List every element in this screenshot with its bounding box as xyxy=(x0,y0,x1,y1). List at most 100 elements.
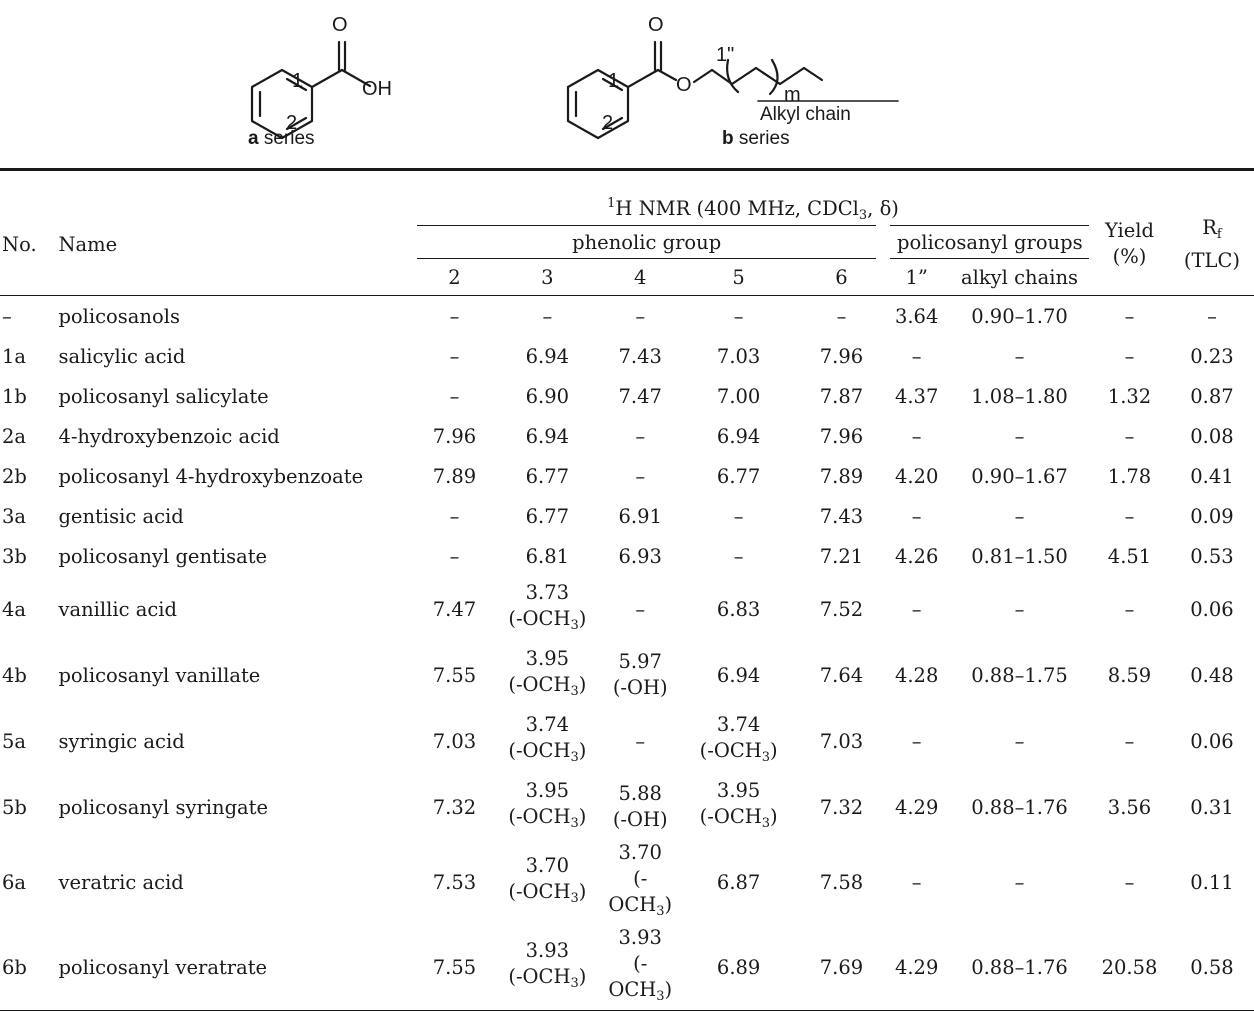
cell-p4: 3.70(-OCH3) xyxy=(603,840,678,925)
ester-ring-position-2-label: 2 xyxy=(602,112,614,134)
cell-p4: 6.93 xyxy=(618,544,662,568)
substituent-close: ) xyxy=(578,606,587,630)
cell-alk: 0.90–1.70 xyxy=(971,304,1068,328)
col-header-yield: Yield(%) xyxy=(1105,219,1155,268)
shift-value: 3.74 xyxy=(716,712,761,736)
cell-p2: 7.55 xyxy=(416,925,493,1011)
phenolic-group-header: phenolic group xyxy=(416,225,884,259)
cell-rf: 0.48 xyxy=(1190,663,1234,687)
col-header-pos-1pp: 1” xyxy=(905,265,928,289)
substituent-close: ) xyxy=(578,880,587,903)
cell-p5: 6.94 xyxy=(716,424,761,448)
cell-yield: 1.32 xyxy=(1107,384,1152,408)
cell-yield: 1.78 xyxy=(1107,464,1152,488)
structure-drawings xyxy=(250,40,899,140)
cell-p3: 6.81 xyxy=(525,544,570,568)
cell-no: 3b xyxy=(2,544,27,568)
substituent-label: (-OCH xyxy=(508,965,571,988)
cell-p6: 7.89 xyxy=(819,464,864,488)
substituent-subscript: 3 xyxy=(570,683,579,699)
cell-alk: 0.88–1.76 xyxy=(971,795,1068,819)
cell-p3: 3.93(-OCH3) xyxy=(492,925,603,1011)
substituent-close: ) xyxy=(770,804,778,828)
substituent-label: (-OH) xyxy=(612,676,668,699)
cell-p2: – xyxy=(449,384,460,408)
substituent-label: (-OCH xyxy=(508,606,571,630)
substituent-close: ) xyxy=(664,978,673,1001)
cell-p4: – xyxy=(635,597,646,621)
cell-h1: – xyxy=(911,344,922,368)
cell-p6: 7.32 xyxy=(819,795,864,819)
cell-rf: 0.09 xyxy=(1190,504,1234,528)
cell-yield: 3.56 xyxy=(1107,795,1152,819)
cell-no: 1b xyxy=(2,384,27,408)
cell-p5: 6.87 xyxy=(716,871,761,894)
cell-p5: 7.00 xyxy=(716,384,761,408)
shift-value: 3.95 xyxy=(525,646,570,670)
cell-p3: 3.74(-OCH3) xyxy=(492,708,603,774)
cell-p5: 6.94 xyxy=(716,663,761,687)
cell-p5: – xyxy=(733,504,744,528)
cell-p4: 5.88(-OH) xyxy=(603,774,678,840)
cell-p6: 7.58 xyxy=(819,871,864,894)
cell-no: 3a xyxy=(2,504,27,528)
cell-rf: 0.87 xyxy=(1190,384,1234,408)
ester-oxygen-label: O xyxy=(676,74,692,96)
cell-p6: 7.64 xyxy=(819,663,864,687)
cell-p5: 3.74(-OCH3) xyxy=(678,708,800,774)
cell-rf: 0.11 xyxy=(1190,871,1234,894)
cell-yield: 4.51 xyxy=(1107,544,1152,568)
cell-p2: – xyxy=(449,544,460,568)
cell-name: policosanyl salicylate xyxy=(58,384,269,408)
cell-alk: 0.90–1.67 xyxy=(971,464,1068,488)
cell-p3: 6.94 xyxy=(525,344,570,368)
cell-p5: 6.77 xyxy=(716,464,761,488)
cell-h1: 4.29 xyxy=(883,925,950,1011)
substituent-close: ) xyxy=(578,965,587,988)
cell-p3: 6.90 xyxy=(525,384,570,408)
substituent-subscript: 3 xyxy=(570,815,579,831)
shift-value: 3.74 xyxy=(525,712,570,736)
hydroxyl-label: OH xyxy=(362,78,392,100)
cell-alk: – xyxy=(1014,729,1025,753)
cell-no: 5b xyxy=(2,795,27,819)
cell-p6: 7.21 xyxy=(819,544,864,568)
policosanyl-groups-header: policosanyl groups xyxy=(876,225,1090,259)
cell-name: policosanyl 4-hydroxybenzoate xyxy=(58,464,364,488)
cell-alk: 0.88–1.75 xyxy=(971,663,1068,687)
substituent-close: ) xyxy=(770,738,778,762)
cell-p4: 7.43 xyxy=(618,344,662,368)
cell-name: policosanyl gentisate xyxy=(58,544,268,568)
cell-p6: 7.52 xyxy=(819,597,864,621)
shift-value: 3.93 xyxy=(618,926,662,949)
cell-name: policosanyl veratrate xyxy=(46,925,417,1011)
cell-rf: 0.06 xyxy=(1190,597,1234,621)
shift-value: 3.95 xyxy=(525,778,570,802)
cell-p4: 7.47 xyxy=(618,384,662,408)
substituent-label: (-OCH xyxy=(508,738,571,762)
cell-p4: – xyxy=(635,729,646,753)
cell-p2: 7.32 xyxy=(432,795,477,819)
carbonyl-oxygen-label: O xyxy=(332,14,348,36)
table-row: 5b policosanyl syringate 7.32 3.95(-OCH3) 5.… xyxy=(0,774,1254,840)
col-header-name: Name xyxy=(58,232,118,256)
substituent-subscript: 3 xyxy=(656,989,665,1004)
substituent-label: (-OCH xyxy=(508,804,571,828)
cell-name: veratric acid xyxy=(58,871,184,894)
ring-position-1-label: 1 xyxy=(292,70,304,92)
cell-p5: – xyxy=(733,544,744,568)
cell-p5: 6.83 xyxy=(716,597,761,621)
substituent-subscript: 3 xyxy=(570,749,579,765)
cell-p2: 7.03 xyxy=(432,729,477,753)
cell-yield: – xyxy=(1124,597,1135,621)
cell-name: salicylic acid xyxy=(58,344,186,368)
ester-carbonyl-oxygen-label: O xyxy=(648,14,664,36)
alkyl-chain-label: Alkyl chain xyxy=(760,104,851,125)
cell-p5: – xyxy=(733,304,744,328)
cell-name: policosanyl syringate xyxy=(58,795,269,819)
col-header-pos-3: 3 xyxy=(541,265,554,289)
substituent-close: ) xyxy=(578,804,587,828)
